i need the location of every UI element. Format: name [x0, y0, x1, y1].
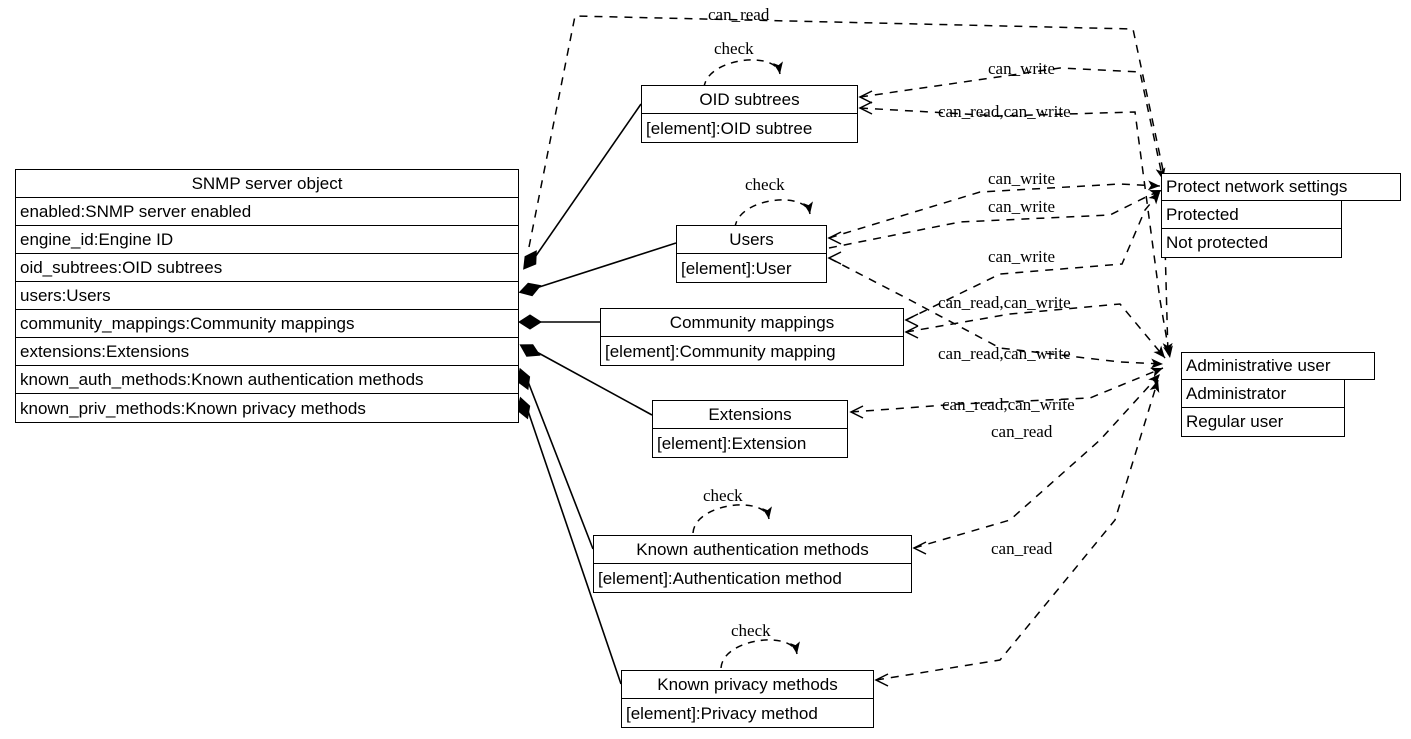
class-attribute-oid-subtrees: oid_subtrees:OID subtrees — [16, 254, 518, 282]
collection-title-oid-subtrees: OID subtrees — [642, 86, 857, 114]
collection-element-users: [element]:User — [681, 258, 792, 278]
composition-diamonds — [516, 250, 542, 420]
collection-title-community-mappings: Community mappings — [601, 309, 903, 337]
class-box-known-authentication-methods[interactable]: Known authentication methods [element]:A… — [593, 535, 912, 593]
enum-box-protect-network-settings[interactable]: Protect network settings Protected Not p… — [1161, 173, 1401, 258]
composition-edges — [526, 103, 677, 685]
enum-value-administrator: Administrator — [1182, 380, 1344, 408]
class-box-users[interactable]: Users [element]:User — [676, 225, 827, 283]
collection-element-known-privacy-methods: [element]:Privacy method — [626, 703, 818, 723]
enum-title-protect-network-settings: Protect network settings — [1161, 173, 1401, 201]
enum-values-administrative-user: Administrator Regular user — [1181, 380, 1345, 437]
enum-value-protected: Protected — [1162, 201, 1341, 229]
enum-value-not-protected: Not protected — [1166, 233, 1269, 252]
check-label-users: check — [745, 175, 785, 194]
collection-element-extensions: [element]:Extension — [657, 433, 807, 453]
edge-label-can-write-oid-subtrees: can_write — [988, 59, 1056, 78]
class-box-community-mappings[interactable]: Community mappings [element]:Community m… — [600, 308, 904, 366]
class-attribute-extensions: extensions:Extensions — [16, 338, 518, 366]
edge-label-can-read-top: can_read — [708, 5, 770, 24]
edge-label-can-read-can-write-extensions: can_read,can_write — [942, 395, 1075, 414]
permission-edges — [528, 15, 1173, 681]
check-label-oid-subtrees: check — [714, 39, 754, 58]
class-box-known-privacy-methods[interactable]: Known privacy methods [element]:Privacy … — [621, 670, 874, 728]
class-attribute-users: users:Users — [16, 282, 518, 310]
check-label-known-authentication-methods: check — [703, 486, 743, 505]
class-box-oid-subtrees[interactable]: OID subtrees [element]:OID subtree — [641, 85, 858, 143]
collection-arrowheads — [827, 90, 927, 687]
edge-label-can-write-users-2: can_write — [988, 197, 1056, 216]
class-attribute-known-priv-methods: known_priv_methods:Known privacy methods — [20, 398, 366, 418]
edge-label-can-read-extensions: can_read — [991, 422, 1053, 441]
enum-box-administrative-user[interactable]: Administrative user Administrator Regula… — [1181, 352, 1375, 437]
collection-element-known-authentication-methods: [element]:Authentication method — [598, 568, 842, 588]
enum-values-protect-network-settings: Protected Not protected — [1161, 201, 1342, 258]
enum-value-regular-user: Regular user — [1186, 412, 1284, 431]
class-attribute-known-auth-methods: known_auth_methods:Known authentication … — [16, 366, 518, 394]
collection-element-community-mappings: [element]:Community mapping — [605, 341, 836, 361]
edge-label-can-read-can-write-oid-subtrees: can_read,can_write — [938, 102, 1071, 121]
enum-title-administrative-user: Administrative user — [1181, 352, 1375, 380]
class-attribute-enabled: enabled:SNMP server enabled — [16, 198, 518, 226]
class-box-extensions[interactable]: Extensions [element]:Extension — [652, 400, 848, 458]
edge-label-can-read-can-write-users: can_read,can_write — [938, 344, 1071, 363]
collection-element-oid-subtrees: [element]:OID subtree — [646, 118, 813, 138]
collection-title-extensions: Extensions — [653, 401, 847, 429]
class-attribute-engine-id: engine_id:Engine ID — [16, 226, 518, 254]
edge-label-can-write-users-1: can_write — [988, 169, 1056, 188]
collection-title-known-authentication-methods: Known authentication methods — [594, 536, 911, 564]
class-attribute-community-mappings: community_mappings:Community mappings — [16, 310, 518, 338]
edge-label-can-read-known-methods: can_read — [991, 539, 1053, 558]
class-title: SNMP server object — [16, 170, 518, 198]
edge-label-can-read-can-write-community-mappings: can_read,can_write — [938, 293, 1071, 312]
check-label-known-privacy-methods: check — [731, 621, 771, 640]
collection-title-known-privacy-methods: Known privacy methods — [622, 671, 873, 699]
collection-title-users: Users — [677, 226, 826, 254]
edge-label-can-write-community-mappings: can_write — [988, 247, 1056, 266]
class-box-snmp-server-object[interactable]: SNMP server object enabled:SNMP server e… — [15, 169, 519, 423]
